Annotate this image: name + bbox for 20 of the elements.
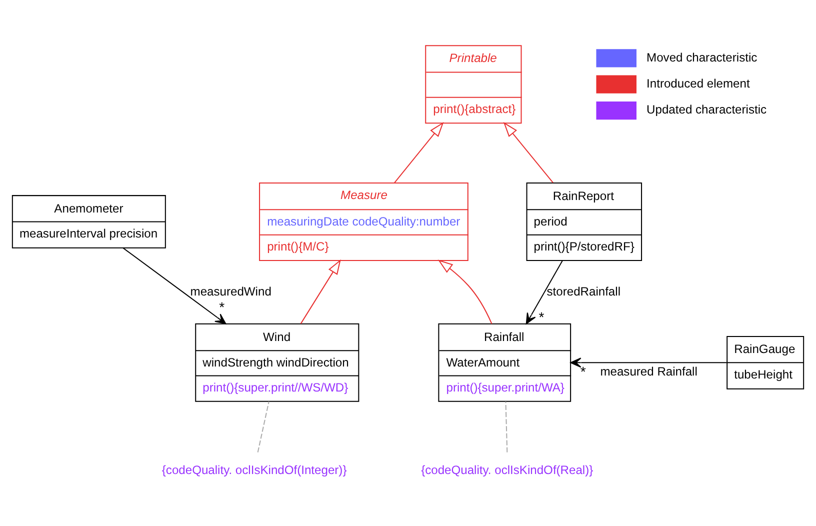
connector [505,401,508,452]
legend-label: Moved characteristic [646,50,758,64]
node-text: {codeQuality. oclIsKindOf(Integer)} [162,462,347,477]
arrow [394,122,444,183]
edge-label: storedRainfall [546,284,621,298]
arrow [570,358,727,368]
legend-label: Introduced element [646,76,750,90]
label: * [219,298,225,315]
label: * [580,364,586,380]
connector [257,401,270,452]
legend-label: Updated characteristic [646,102,767,117]
arrow [122,248,226,324]
arrow [300,259,341,324]
arrow [438,260,492,324]
label: * [538,308,544,325]
arrow [526,260,563,324]
node-text: {codeQuality. oclIsKindOf(Real)} [421,462,594,477]
arrow [503,122,554,183]
edge-label: measured Rainfall [600,364,698,378]
edge-label: measuredWind [190,284,272,298]
